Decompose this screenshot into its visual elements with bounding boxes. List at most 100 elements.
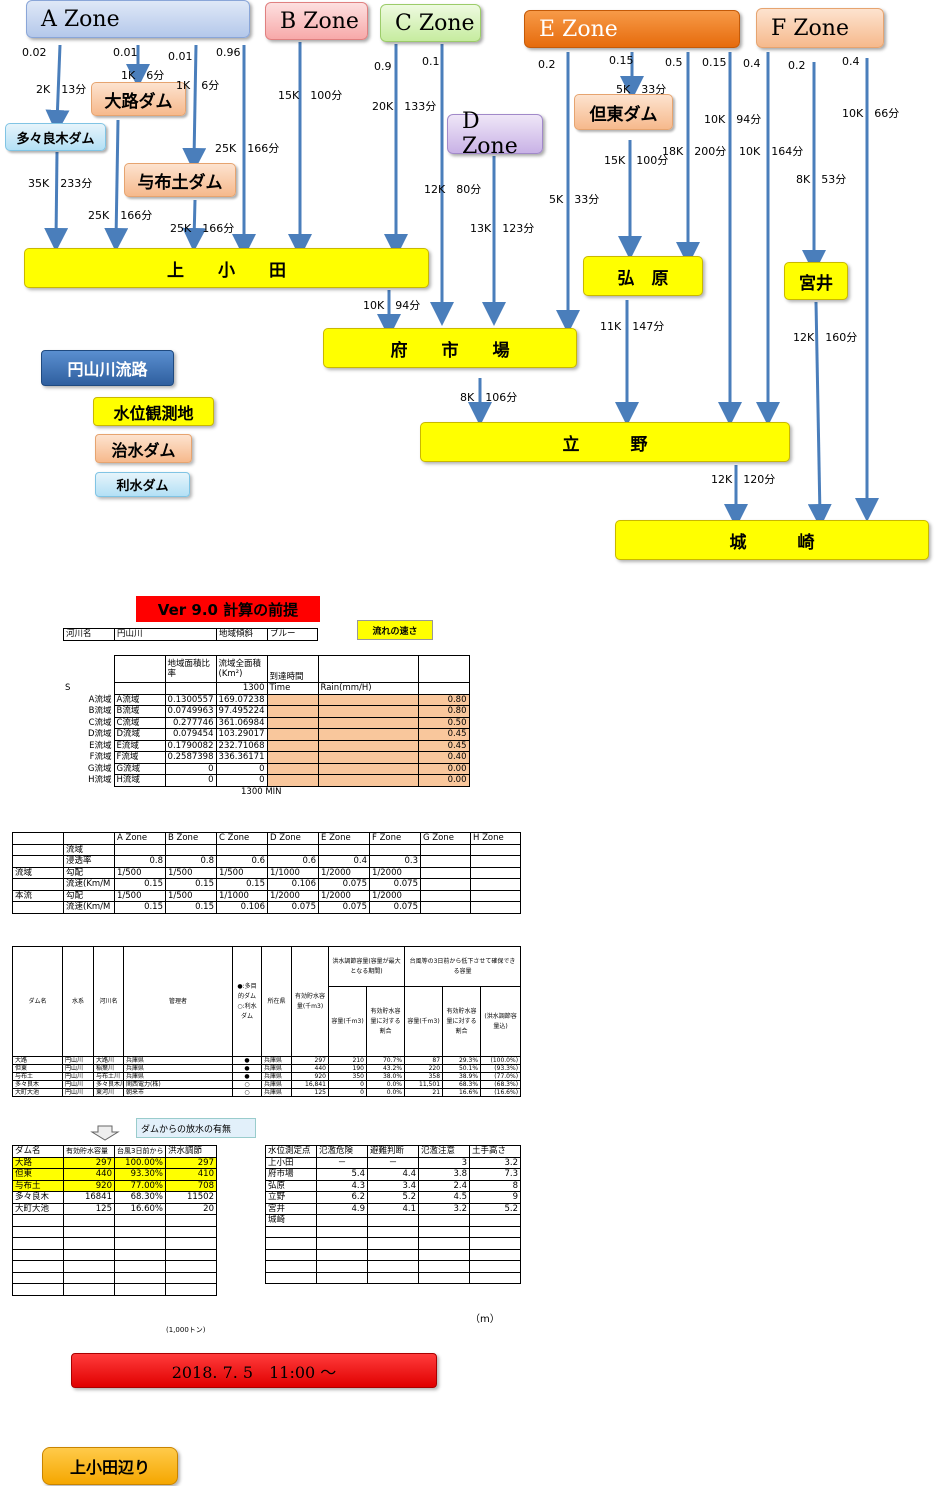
cell: ダム名 <box>12 1145 64 1158</box>
cell: 16.60% <box>114 1202 166 1215</box>
cell <box>266 705 319 718</box>
cell: 0.80 <box>417 705 470 718</box>
dam-spec-table: ダム名 水系 河川名 管理者 ●:多目的ダム ○:利水ダム 所在県 有効貯水容量… <box>12 946 522 1097</box>
cell: 297 <box>165 1156 217 1169</box>
table-row <box>265 1225 521 1238</box>
dist-label: 8K 106分 <box>460 391 518 404</box>
cell <box>12 832 64 845</box>
cell: 1/500 <box>165 889 217 902</box>
cell: 3.2 <box>418 1202 470 1215</box>
cell: 0.8 <box>114 855 166 868</box>
cell: 稲葉川 <box>93 1064 124 1073</box>
date-label: 2018. 7. 5 11:00 ～ <box>171 1362 337 1382</box>
cell: 29.3% <box>442 1056 482 1065</box>
dist-label: 25K 166分 <box>170 222 235 235</box>
cell: 1/500 <box>165 866 217 879</box>
legend-obs-label: 水位観測地 <box>113 403 194 423</box>
cell: 所在県 <box>261 946 292 1057</box>
dist-label: 25K 166分 <box>215 142 280 155</box>
cell <box>420 878 471 891</box>
area-kamioda-label: 上小田辺り <box>69 1458 150 1477</box>
cell: B Zone <box>165 832 217 845</box>
cell: 16,841 <box>291 1080 329 1089</box>
cell: 0.40 <box>417 751 470 764</box>
cell: 兵庫県 <box>261 1064 292 1073</box>
dam-oro: 大路ダム <box>91 82 186 116</box>
unit-label: (1,000トン) <box>166 1326 206 1334</box>
cell: 流速(Km/M <box>63 901 115 914</box>
ratio-label: 0.9 <box>374 60 392 73</box>
cell <box>114 1260 166 1273</box>
cell <box>114 1225 166 1238</box>
table-row <box>265 1237 521 1250</box>
dist-label: 35K 233分 <box>28 177 93 190</box>
cell <box>266 751 319 764</box>
version-banner: Ver 9.0 計算の前提 <box>136 596 320 622</box>
cell <box>420 843 471 856</box>
arrow-oro-kamioda <box>104 119 129 252</box>
cell <box>316 1248 368 1261</box>
cell: 0 <box>164 774 217 787</box>
ratio-label: 0.15 <box>702 56 727 69</box>
cell: 関西電力(株) <box>123 1080 233 1089</box>
zone-c-label: C Zone <box>395 10 475 36</box>
cell: ○ <box>232 1088 262 1097</box>
cell: 河川名 <box>63 628 115 641</box>
legend-flood-dam: 治水ダム <box>95 434 192 463</box>
cell: 円山川 <box>114 628 217 641</box>
cell: 0.8 <box>165 855 217 868</box>
station-hirohara-label: 弘 原 <box>617 268 669 289</box>
cell: 297 <box>291 1056 329 1065</box>
cell <box>165 1225 217 1238</box>
cell <box>470 855 521 868</box>
cell: E流域 <box>113 739 166 752</box>
cell: 容量(千m3) <box>328 986 367 1057</box>
table-row <box>265 1271 521 1284</box>
table-row <box>12 1260 217 1273</box>
cell <box>265 1237 317 1250</box>
cell <box>418 1214 470 1227</box>
cell: 多々良木 <box>12 1191 64 1204</box>
cell: 兵庫県 <box>261 1088 292 1097</box>
ratio-label: 0.4 <box>743 57 761 70</box>
flow-arrows <box>44 42 879 528</box>
cell: 与布土川 <box>93 1072 124 1081</box>
cell: 93.30% <box>114 1168 166 1181</box>
cell <box>317 739 419 752</box>
cell <box>418 1237 470 1250</box>
cell: 浸透率 <box>63 855 115 868</box>
area-kamioda-button[interactable]: 上小田辺り <box>42 1447 178 1485</box>
cell: 台風3日前から <box>114 1145 166 1158</box>
cell: 有効貯水容量 <box>63 1145 115 1158</box>
zone-d-label: D Zone <box>462 109 518 159</box>
cell: 0.075 <box>369 901 421 914</box>
arrow-yofudo-kamioda <box>182 199 207 252</box>
dist-label: 10K 94分 <box>363 299 421 312</box>
cell: 9 <box>469 1191 521 1204</box>
dam-yofudo: 与布土ダム <box>124 163 236 197</box>
cell <box>317 728 419 741</box>
cell: 0.106 <box>216 901 268 914</box>
cell <box>267 843 319 856</box>
cell: 3 <box>418 1156 470 1169</box>
dist-label: 12K 80分 <box>424 183 482 196</box>
cell <box>63 1271 115 1284</box>
cell: 容量(千m3) <box>404 986 444 1057</box>
zone-b: B Zone <box>265 2 368 40</box>
zone-b-label: B Zone <box>280 8 359 34</box>
cell: 氾濫危険 <box>316 1145 368 1158</box>
cell: 洪水調節容量(容量が最大となる期間) <box>327 946 406 987</box>
cell: 358 <box>404 1072 444 1081</box>
cell: 16841 <box>63 1191 115 1204</box>
cell <box>369 843 421 856</box>
cell: 府市場 <box>265 1168 317 1181</box>
cell: 4.3 <box>316 1179 368 1192</box>
cell <box>265 1260 317 1273</box>
dam-tarara: 多々良木ダム <box>5 123 106 151</box>
station-tateno: 立 野 <box>420 422 790 462</box>
cell: G流域 <box>87 763 112 774</box>
